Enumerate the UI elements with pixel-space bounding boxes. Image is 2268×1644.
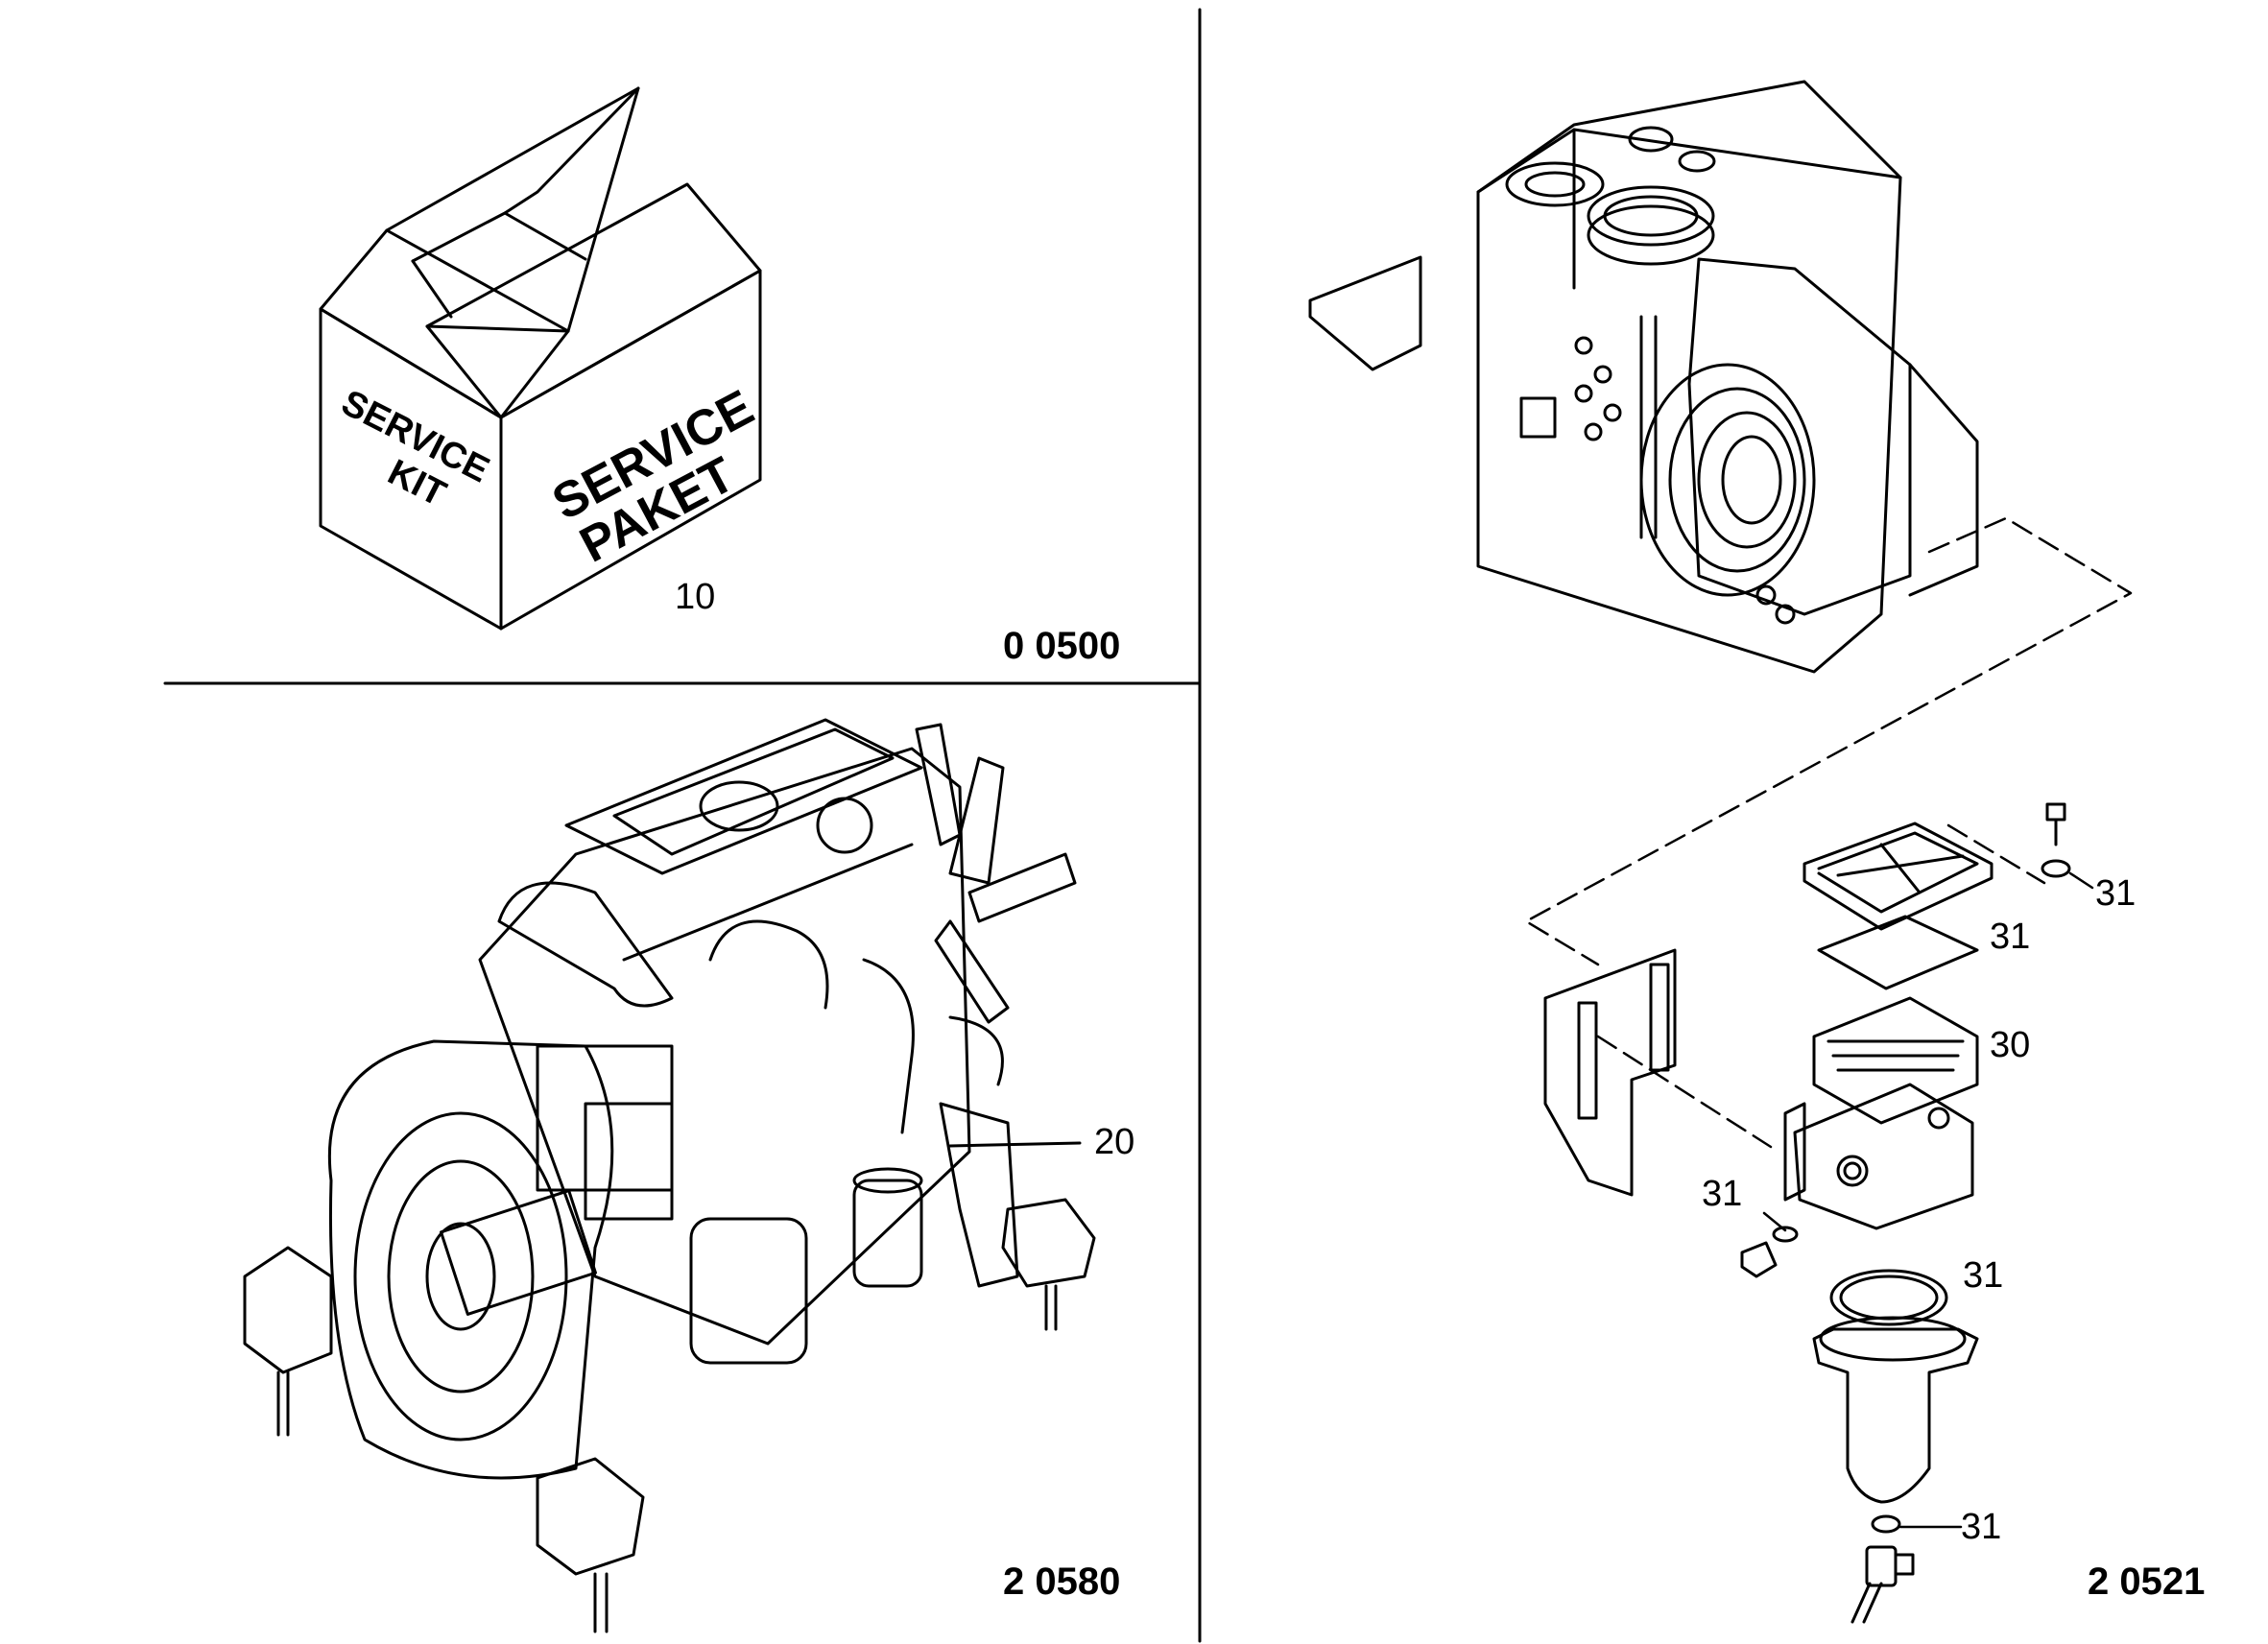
callout-leaders bbox=[1762, 871, 2094, 1529]
callout-31-gasket: 31 bbox=[1990, 917, 2031, 957]
callout-30-element: 30 bbox=[1990, 1025, 2031, 1065]
service-kit-box-drawing bbox=[319, 86, 762, 631]
callout-20: 20 bbox=[1094, 1122, 1135, 1162]
filter-exploded-drawing bbox=[1543, 802, 2071, 1624]
assembly-dashed-lines bbox=[1524, 516, 2133, 1149]
callout-31-plug: 31 bbox=[1702, 1174, 1743, 1214]
panel-code-service-kit: 0 0500 bbox=[1003, 625, 1121, 667]
callout-31-oring: 31 bbox=[1961, 1507, 2002, 1547]
panel-code-tank-filter: 2 0521 bbox=[2088, 1561, 2206, 1603]
tank-radiator-drawing bbox=[1308, 80, 1979, 674]
panel-code-engine: 2 0580 bbox=[1003, 1561, 1121, 1603]
callout-31-bolt: 31 bbox=[2095, 873, 2137, 914]
callout-10: 10 bbox=[675, 577, 716, 617]
callout-31-seal: 31 bbox=[1963, 1255, 2004, 1296]
engine-drawing bbox=[243, 718, 1096, 1633]
callout-20-leader bbox=[948, 1141, 1082, 1148]
